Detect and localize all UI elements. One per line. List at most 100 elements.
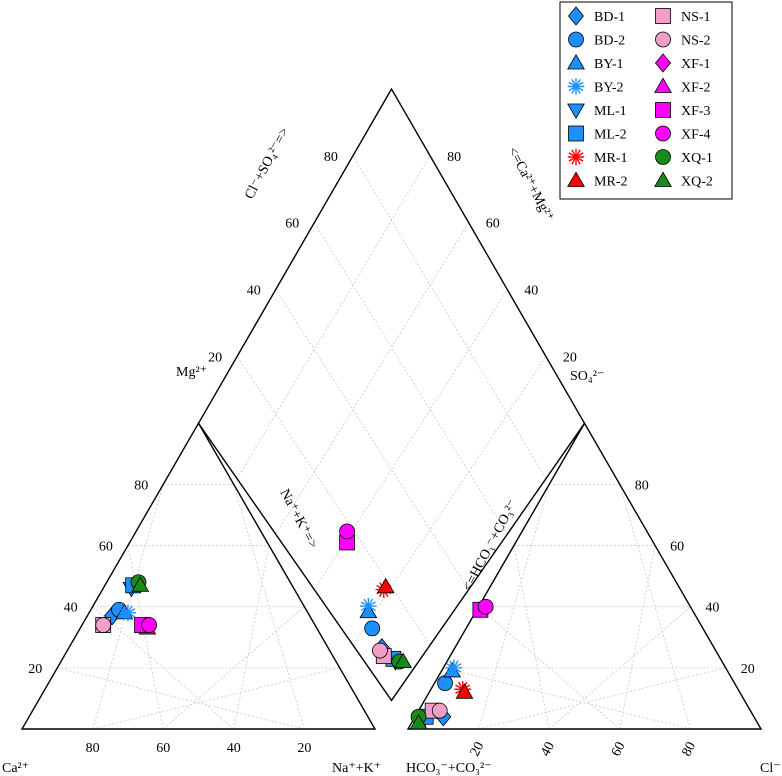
legend-label-by-1: BY-1 [594,57,624,72]
tick-cation-left: 20 [28,662,42,677]
diamond-grid-line [313,289,508,590]
legend-marker-by-2 [567,78,585,95]
diamond-grid-line [275,222,470,535]
sample-point-anion-ns-2 [431,702,448,719]
anion-triangle [406,421,763,730]
tick-anion-bottom: 20 [468,740,488,759]
legend-label-xq-2: XQ-2 [681,175,713,190]
cation-grid-line [233,545,270,730]
tick-diamond-left: 20 [208,350,222,365]
sample-point-anion-xf-4 [477,598,494,615]
tick-anion-right: 40 [705,601,719,616]
legend-label-ns-1: NS-1 [681,10,711,25]
legend-marker-xq-1 [655,149,671,165]
tick-cation-left: 40 [64,601,78,616]
legend-box [559,1,733,200]
diamond-grid-line [236,155,431,479]
legend-label-ml-1: ML-1 [594,104,627,119]
tick-anion-bottom: 80 [679,740,699,759]
tick-anion-right: 80 [635,478,649,493]
anion-grid-line [478,667,726,730]
diamond-grid-line [275,289,470,590]
legend-marker-ns-2 [655,31,671,48]
legend-marker-xf-1 [654,53,672,73]
diamond-grid-line [352,155,547,479]
sample-point-anion-mr-2 [455,683,474,699]
legend-label-xf-1: XF-1 [681,57,711,72]
cation-grid-line [127,545,164,730]
tick-anion-bottom: 60 [609,740,629,759]
diagram-frames [20,87,763,730]
tick-anion-bottom: 40 [538,740,558,759]
anion-grid-line [619,545,656,730]
anion-grid-line [478,606,621,730]
legend-marker-ns-1 [655,8,671,24]
corner-label-mg: Mg²⁺ [176,365,207,380]
tick-diamond-left: 40 [247,284,261,299]
sample-point-diamond-ns-2 [372,642,388,659]
cation-grid-line [162,606,305,730]
cation-grid-line [92,606,235,730]
tick-diamond-right: 80 [447,150,461,165]
legend-label-ml-2: ML-2 [594,128,627,143]
legend-marker-xf-2 [654,77,672,93]
tick-labels: 80 60 40 20 20 40 60 80 20 40 60 80 20 40 60 80 20 40 60 80… [28,150,754,759]
legend-marker-bd-2 [568,31,584,48]
sample-point-diamond-xf-4 [339,523,356,540]
sample-point-cation-by-2 [119,604,137,622]
corner-label-cl: Cl⁻ [760,761,781,776]
sample-point-anion-by-2 [445,659,463,677]
legend-label-bd-1: BD-1 [594,10,625,25]
legend-label-xf-4: XF-4 [681,128,711,143]
sample-points [95,523,494,730]
corner-label-so4: SO₄²⁻ [570,369,604,384]
legend-marker-by-1 [567,53,585,70]
legend-label-mr-2: MR-2 [594,175,627,190]
tick-diamond-right: 20 [563,350,577,365]
tick-cation-bottom: 80 [86,741,100,756]
tick-diamond-right: 40 [524,284,538,299]
tick-cation-left: 80 [134,478,148,493]
tick-diamond-right: 60 [486,217,500,232]
anion-grid-line [619,484,691,730]
legend-label-ns-2: NS-2 [681,34,711,49]
corner-label-hco3: HCO₃⁻+CO₃²⁻ [406,761,492,776]
tick-anion-right: 60 [670,540,684,555]
legend-marker-mr-2 [567,171,585,187]
tick-diamond-left: 80 [324,150,338,165]
sample-point-anion-xq-2 [409,713,428,730]
cation-grid-line [233,484,305,730]
corner-label-nak: Na⁺+K⁺ [332,761,381,776]
tick-cation-left: 60 [99,540,113,555]
legend: BD-1BD-2BY-1BY-2ML-1ML-2MR-1MR-2NS-1NS-2… [559,1,733,200]
sample-point-diamond-xq-2 [394,652,413,669]
axis-label-hco3: <=HCO₃⁻+CO₃²⁻ [460,497,521,594]
tick-cation-bottom: 20 [297,741,311,756]
diamond-grid-line [313,222,508,535]
legend-marker-bd-1 [567,6,585,26]
anion-grid-line [548,606,691,730]
legend-marker-mr-1 [567,148,585,166]
sample-point-cation-ns-2 [95,617,112,633]
anion-grid-line [513,545,550,730]
diamond-grid-line [352,356,547,646]
legend-marker-ml-2 [568,125,584,142]
axis-label-cl-so4: Cl⁻+SO₄²⁻=> [242,125,292,202]
axis-label-ca-mg: <=Ca²⁺+Mg²⁺ [504,145,556,224]
diamond [197,87,586,702]
cation-grid-line [57,667,305,730]
legend-label-bd-2: BD-2 [594,34,625,49]
legend-label-xq-1: XQ-1 [681,151,713,166]
axis-label-nak: Na⁺+K⁺=> [276,487,320,551]
tick-diamond-left: 60 [285,217,299,232]
legend-marker-xf-4 [655,125,671,142]
legend-label-by-2: BY-2 [594,81,624,96]
legend-marker-xf-3 [655,102,671,118]
sample-point-anion-bd-2 [437,675,453,692]
legend-marker-xq-2 [654,171,672,187]
anion-grid-line [443,667,691,730]
diamond-grid-line [236,356,431,646]
corner-label-ca: Ca²⁺ [2,761,29,776]
anion-grid-line [478,484,550,730]
